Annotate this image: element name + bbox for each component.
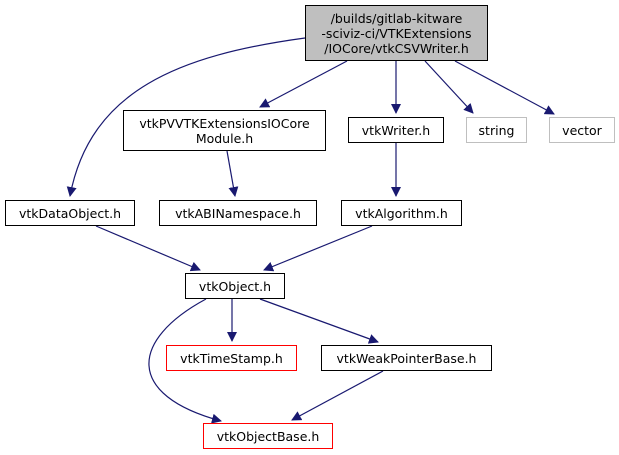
- node-label-line: vtkObjectBase.h: [216, 428, 320, 444]
- edge-root-to-dataobject: [66, 37, 306, 197]
- edge-weakpointerbase-to-objectbase: [291, 370, 384, 421]
- node-label-line: Module.h: [195, 130, 254, 146]
- node-label-line: /builds/gitlab-kitware: [330, 10, 463, 26]
- node-label-line: vtkABINamespace.h: [175, 205, 301, 221]
- edge-pvmodule-to-abinamespace: [226, 150, 239, 197]
- node-objectbase[interactable]: vtkObjectBase.h: [203, 423, 333, 449]
- edge-root-to-pvmodule: [259, 60, 348, 108]
- edge-algorithm-to-object: [263, 225, 373, 272]
- edge-object-to-weakpointerbase: [259, 298, 379, 344]
- node-abinamespace[interactable]: vtkABINamespace.h: [159, 200, 317, 226]
- node-label-line: vector: [562, 122, 602, 138]
- node-label-line: string: [478, 122, 515, 138]
- node-vector[interactable]: vector: [549, 117, 615, 143]
- node-label-line: vtkWeakPointerBase.h: [336, 350, 477, 366]
- node-label-line: vtkObject.h: [198, 278, 272, 294]
- node-writer[interactable]: vtkWriter.h: [348, 117, 444, 143]
- node-algorithm[interactable]: vtkAlgorithm.h: [341, 200, 462, 226]
- edge-root-to-vector: [454, 60, 555, 115]
- node-timestamp[interactable]: vtkTimeStamp.h: [166, 345, 297, 371]
- node-root[interactable]: /builds/gitlab-kitware-sciviz-ci/VTKExte…: [305, 5, 488, 61]
- edge-object-to-objectbase: [148, 298, 222, 424]
- node-label-line: vtkAlgorithm.h: [355, 205, 448, 221]
- node-string[interactable]: string: [466, 117, 527, 143]
- edge-dataobject-to-object: [95, 225, 201, 272]
- node-label-line: vtkDataObject.h: [19, 205, 121, 221]
- node-label-line: -sciviz-ci/VTKExtensions: [321, 25, 472, 41]
- node-label-line: vtkWriter.h: [361, 122, 431, 138]
- node-label-line: vtkTimeStamp.h: [180, 350, 283, 366]
- node-label-line: /IOCore/vtkCSVWriter.h: [324, 40, 469, 56]
- node-label-line: vtkPVVTKExtensionsIOCore: [139, 115, 310, 131]
- node-object[interactable]: vtkObject.h: [185, 273, 285, 299]
- node-dataobject[interactable]: vtkDataObject.h: [5, 200, 135, 226]
- edge-root-to-string: [424, 60, 474, 114]
- node-weakpointerbase[interactable]: vtkWeakPointerBase.h: [321, 345, 492, 371]
